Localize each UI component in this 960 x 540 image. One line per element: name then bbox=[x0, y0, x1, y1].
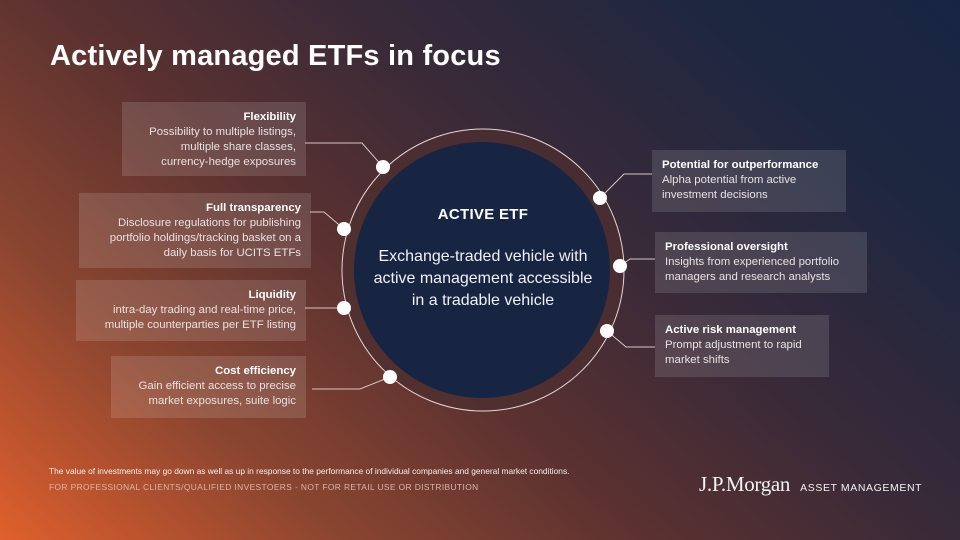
feature-heading: Active risk management bbox=[665, 324, 797, 336]
feature-card-flexibility: Flexibility Possibility to multiple list… bbox=[122, 102, 306, 176]
center-description: Exchange-traded vehicle with active mana… bbox=[373, 248, 593, 309]
page-title: Actively managed ETFs in focus bbox=[50, 40, 501, 72]
feature-heading: Flexibility bbox=[243, 111, 296, 123]
node-oversight bbox=[613, 259, 627, 273]
feature-card-risk-management: Active risk management Prompt adjustment… bbox=[655, 315, 829, 377]
center-title: ACTIVE ETF bbox=[437, 206, 529, 223]
node-transparency bbox=[337, 222, 351, 236]
feature-card-transparency: Full transparency Disclosure regulations… bbox=[79, 193, 311, 268]
risk-disclaimer: The value of investments may go down as … bbox=[49, 466, 570, 476]
center-circle bbox=[354, 142, 610, 398]
feature-heading: Professional oversight bbox=[665, 241, 788, 253]
feature-heading: Liquidity bbox=[248, 289, 296, 301]
connector-cost bbox=[312, 376, 391, 390]
feature-heading: Potential for outperformance bbox=[662, 159, 819, 171]
jpmorgan-logo: J.P.Morgan ASSET MANAGEMENT bbox=[699, 472, 922, 497]
connector-transparency bbox=[310, 211, 345, 230]
feature-body: intra-day trading and real-time price, m… bbox=[104, 304, 296, 331]
node-outperformance bbox=[593, 191, 607, 205]
node-risk bbox=[600, 324, 614, 338]
connector-flexibility bbox=[305, 142, 384, 168]
node-liquidity bbox=[337, 301, 351, 315]
audience-notice: FOR PROFESSIONAL CLIENTS/QUALIFIED INVES… bbox=[49, 482, 479, 492]
logo-brand: J.P.Morgan bbox=[699, 472, 791, 496]
feature-card-outperformance: Potential for outperformance Alpha poten… bbox=[652, 150, 846, 212]
connector-outperformance bbox=[599, 173, 652, 199]
node-flexibility bbox=[376, 160, 390, 174]
feature-card-oversight: Professional oversight Insights from exp… bbox=[655, 232, 867, 293]
feature-body: Alpha potential from active investment d… bbox=[662, 174, 797, 201]
feature-heading: Cost efficiency bbox=[214, 365, 296, 377]
feature-body: Possibility to multiple listings, multip… bbox=[149, 126, 296, 168]
feature-body: Disclosure regulations for publishing po… bbox=[109, 217, 301, 259]
connector-risk bbox=[606, 330, 655, 348]
feature-card-liquidity: Liquidity intra-day trading and real-tim… bbox=[76, 280, 306, 341]
feature-card-cost-efficiency: Cost efficiency Gain efficient access to… bbox=[111, 356, 306, 418]
feature-body: Insights from experienced portfolio mana… bbox=[665, 256, 840, 283]
feature-heading: Full transparency bbox=[206, 202, 301, 214]
feature-body: Prompt adjustment to rapid market shifts bbox=[665, 339, 802, 366]
node-cost bbox=[383, 370, 397, 384]
feature-body: Gain efficient access to precise market … bbox=[138, 380, 296, 407]
logo-division: ASSET MANAGEMENT bbox=[800, 482, 923, 494]
